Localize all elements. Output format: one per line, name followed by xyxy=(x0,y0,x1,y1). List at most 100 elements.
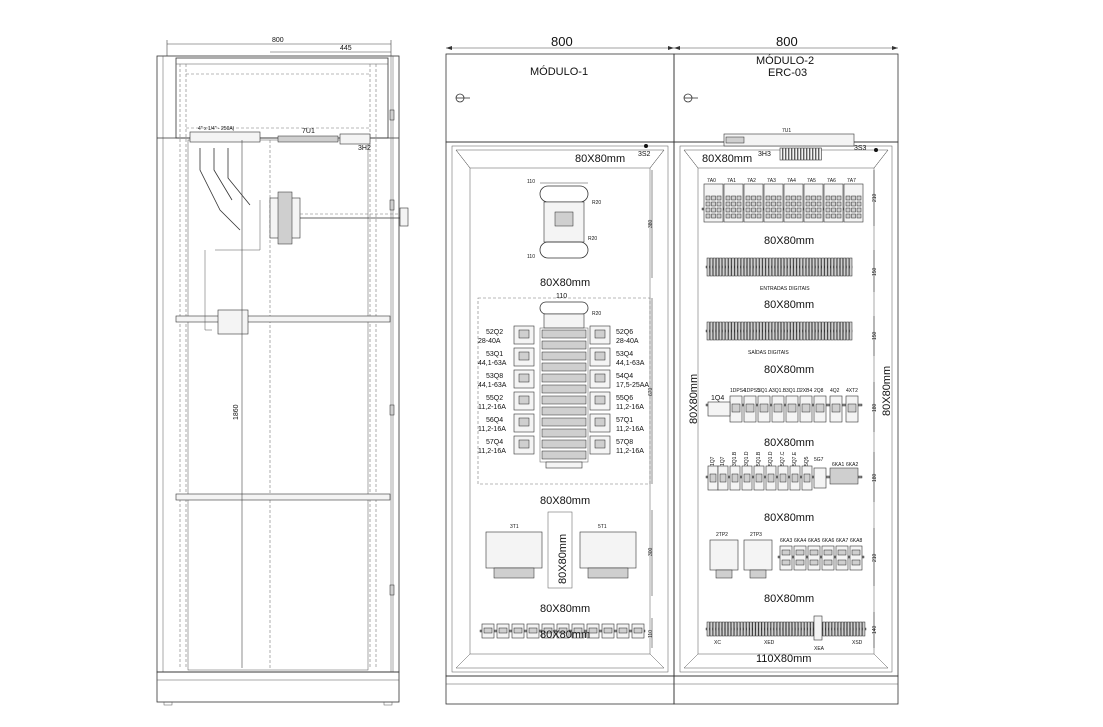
m2-output-terminal xyxy=(802,321,806,341)
m2-duct-5: 80X80mm xyxy=(764,512,814,524)
m1-bus-segment xyxy=(541,395,587,405)
m2-output-terminal xyxy=(737,321,741,341)
m2-relay xyxy=(835,545,849,571)
m2-door-handle-icon xyxy=(683,93,698,103)
m2-strip-terminal xyxy=(785,147,789,161)
m2-bottom-terminal xyxy=(776,621,780,637)
m1-breaker-right-range: 11,2-16A xyxy=(616,404,644,411)
m2-subtitle: ERC-03 xyxy=(768,67,807,79)
m2-relay-label: 6KA7 xyxy=(836,538,848,544)
m1-door-handle-icon xyxy=(455,93,470,103)
m2-strip-terminal xyxy=(806,147,810,161)
m2-strip-terminal xyxy=(800,147,804,161)
m2-strip-terminal xyxy=(779,147,783,161)
m2-input-terminal xyxy=(740,257,744,277)
m1-bus-segment xyxy=(541,373,587,383)
m2-input-terminal xyxy=(802,257,806,277)
m2-lbl-xed: XED xyxy=(764,640,775,646)
m2-title: MÓDULO-2 xyxy=(756,54,814,67)
module-1: 800 MÓDULO-1 3S2 80X80mm 110 R20 R20 110 xyxy=(445,34,675,705)
side-busbar-label: 4" x 1/4" - 250A) xyxy=(198,126,235,132)
m1-breaker-right-name: 54Q4 xyxy=(616,373,633,380)
m2-output-terminal xyxy=(790,321,794,341)
m2-bottom-terminal xyxy=(718,621,722,637)
m2-bottom-terminal xyxy=(743,621,747,637)
m2-output-terminal xyxy=(712,321,716,341)
m1-dim-110-bottom: 110 xyxy=(527,254,535,260)
m2-bottom-terminal xyxy=(773,621,777,637)
m1-breaker-left-range: 11,2-16A xyxy=(478,404,506,411)
m2-input-terminal xyxy=(812,257,816,277)
m2-duct-top: 80X80mm xyxy=(702,153,752,165)
m1-power-supply-left xyxy=(485,531,543,569)
m2-output-terminal xyxy=(849,321,853,341)
m2-strip-terminal xyxy=(818,147,822,161)
m2-relay-label: 6KA6 xyxy=(822,538,834,544)
m2-input-terminal xyxy=(790,257,794,277)
m2-lbl-3s3: 3S3 xyxy=(854,145,867,152)
side-lbl-7u1: 7U1 xyxy=(302,128,315,135)
m1-breaker-right-name: 53Q4 xyxy=(616,351,633,358)
m2-input-terminal xyxy=(722,257,726,277)
m2-input-terminal xyxy=(799,257,803,277)
m2-bottom-terminal xyxy=(850,621,853,637)
m2-bottom-terminal xyxy=(712,621,716,637)
m2-bottom-terminal xyxy=(770,621,774,637)
m2-output-terminal xyxy=(809,321,812,341)
m2-lbl-xc: XC xyxy=(714,640,721,646)
m2-input-terminal xyxy=(771,257,775,277)
m2-output-terminal xyxy=(840,321,843,341)
m2-bottom-terminal xyxy=(786,621,789,637)
m1-breaker-right-name: 57Q8 xyxy=(616,439,633,446)
m1-bus-segment xyxy=(541,362,587,372)
m1-breaker-right-range: 28-40A xyxy=(616,338,639,345)
m2-input-terminal xyxy=(716,257,719,277)
m2-input-terminal xyxy=(849,257,853,277)
m1-duct-mid2: 80X80mm xyxy=(540,495,590,507)
m1-lbl-3t1: 3T1 xyxy=(510,524,519,530)
m1-dim-110-b2: 110 xyxy=(556,293,567,300)
m2-input-terminal xyxy=(827,257,831,277)
m2-output-terminal xyxy=(759,321,763,341)
m2-duct-right-vertical: 80X80mm xyxy=(881,366,893,416)
m1-lbl-5t1: 5T1 xyxy=(598,524,607,530)
m2-relay xyxy=(779,545,793,571)
m2-plc-label: 7A5 xyxy=(807,178,816,184)
m2-dim-180-b: 180 xyxy=(872,473,878,482)
m1-breaker-left-name: 55Q2 xyxy=(486,395,503,402)
m2-lbl-7u1: 7U1 xyxy=(782,128,791,134)
m2-input-terminal xyxy=(734,257,738,277)
m1-bus-segment xyxy=(541,384,587,394)
m2-row4-label: 1DPS5 xyxy=(744,388,760,394)
m2-bottom-terminal xyxy=(792,621,796,637)
m2-lbl-6ka2: 6KA2 xyxy=(846,462,858,468)
m2-output-terminal xyxy=(818,321,822,341)
m1-duct-mid3: 80X80mm xyxy=(540,603,590,615)
m2-input-terminal xyxy=(706,257,710,277)
m2-output-terminal xyxy=(793,321,797,341)
m2-transformer-2tp2 xyxy=(709,539,739,571)
m2-output-terminal xyxy=(719,321,723,341)
m2-bottom-terminal xyxy=(764,621,768,637)
m2-row4-label: 2XB4 xyxy=(800,388,812,394)
m2-relay xyxy=(821,545,835,571)
m2-input-terminal xyxy=(712,257,716,277)
m2-bottom-terminal xyxy=(740,621,744,637)
m2-duct-3: 80X80mm xyxy=(764,364,814,376)
m2-transformer-2tp3 xyxy=(743,539,773,571)
m2-strip-terminal xyxy=(782,147,786,161)
m2-input-terminal xyxy=(846,257,850,277)
m2-output-terminal xyxy=(728,321,732,341)
m2-output-terminal xyxy=(778,321,781,341)
m2-row5-label: 5Q7.C xyxy=(780,451,786,466)
m2-output-terminal xyxy=(815,321,819,341)
m2-duct-left-vertical: 80X80mm xyxy=(688,374,700,424)
m2-strip-terminal xyxy=(794,147,798,161)
m2-relay xyxy=(849,545,863,571)
m2-duct-bottom: 110X80mm xyxy=(756,653,811,665)
m2-input-terminal xyxy=(843,257,847,277)
m2-bottom-terminal xyxy=(789,621,792,637)
m2-bottom-terminal xyxy=(822,621,826,637)
m2-input-terminal xyxy=(762,257,766,277)
m1-title: MÓDULO-1 xyxy=(530,65,588,78)
